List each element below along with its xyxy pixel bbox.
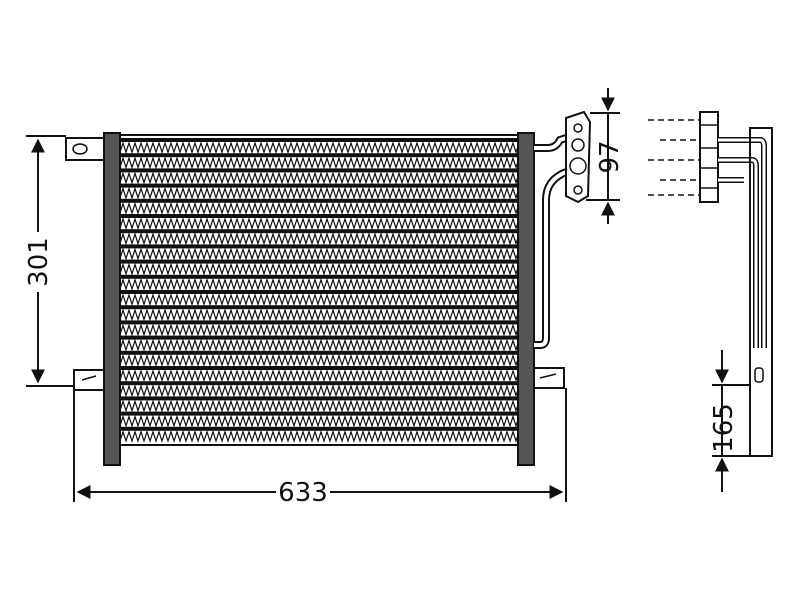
condenser-core bbox=[119, 134, 521, 446]
tube-row bbox=[120, 320, 520, 325]
tube-row bbox=[120, 305, 520, 310]
tube-row bbox=[120, 259, 520, 264]
port-spacing-dimension bbox=[586, 88, 620, 224]
bracket-dimension-label: 165 bbox=[709, 403, 739, 453]
tube-row bbox=[120, 411, 520, 416]
tube-row bbox=[120, 290, 520, 294]
tube-row bbox=[120, 229, 520, 234]
fin-row bbox=[119, 384, 521, 398]
tube-row bbox=[120, 335, 520, 340]
tube-row bbox=[120, 168, 520, 173]
fin-row bbox=[119, 201, 521, 215]
top-left-mount-tab bbox=[65, 137, 105, 161]
width-dimension bbox=[73, 388, 567, 502]
fin-rows bbox=[119, 138, 521, 443]
tube-row bbox=[120, 183, 520, 188]
fin-row bbox=[119, 399, 521, 413]
fin-row bbox=[119, 308, 521, 322]
tube-row bbox=[120, 138, 520, 142]
tube-row bbox=[120, 198, 520, 203]
tube-row bbox=[120, 244, 520, 249]
width-dimension-label: 633 bbox=[278, 478, 328, 508]
height-dimension bbox=[26, 135, 74, 387]
fin-row bbox=[119, 277, 521, 291]
height-dimension-label: 301 bbox=[24, 237, 54, 287]
side-view bbox=[648, 111, 773, 457]
fin-row bbox=[119, 171, 521, 185]
left-tank bbox=[103, 132, 121, 466]
tube-row bbox=[120, 381, 520, 386]
fin-row bbox=[119, 141, 521, 155]
fin-row bbox=[119, 369, 521, 383]
tube-row bbox=[120, 274, 520, 279]
connection-pipes bbox=[534, 134, 568, 349]
fin-row bbox=[119, 429, 521, 443]
fin-row bbox=[119, 323, 521, 337]
right-tank bbox=[517, 132, 535, 466]
fin-row bbox=[119, 293, 521, 307]
tube-row bbox=[120, 426, 520, 431]
tube-row bbox=[120, 153, 520, 158]
bottom-left-mount-tab bbox=[73, 369, 105, 391]
tube-row bbox=[120, 214, 520, 218]
fin-row bbox=[119, 338, 521, 352]
fin-row bbox=[119, 247, 521, 261]
fin-row bbox=[119, 353, 521, 367]
tube-row bbox=[120, 396, 520, 401]
bottom-right-mount-tab bbox=[533, 367, 565, 389]
fin-row bbox=[119, 156, 521, 170]
fin-row bbox=[119, 262, 521, 276]
fin-row bbox=[119, 232, 521, 246]
port-spacing-label: 97 bbox=[595, 140, 625, 173]
connection-flange bbox=[565, 110, 592, 204]
fin-row bbox=[119, 414, 521, 428]
fin-row bbox=[119, 217, 521, 231]
fin-row bbox=[119, 186, 521, 200]
tube-row bbox=[120, 350, 520, 355]
bracket-dimension bbox=[712, 350, 750, 492]
tube-row bbox=[120, 366, 520, 370]
